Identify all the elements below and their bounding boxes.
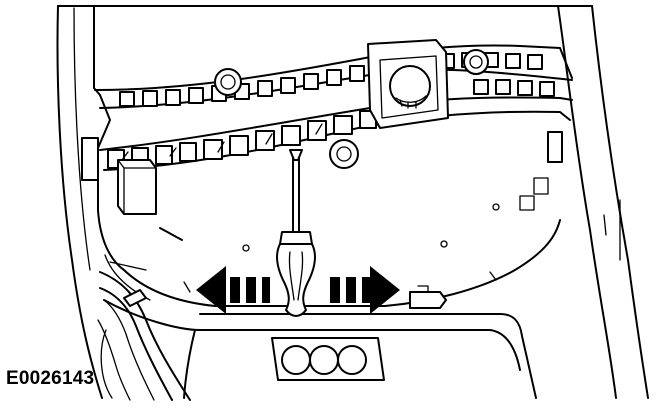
arrow-dash-right-3 <box>362 277 370 303</box>
arrow-dash-left-3 <box>262 277 270 303</box>
arrow-dash-right-2 <box>346 277 356 303</box>
arrow-head-right <box>370 266 400 314</box>
arrow-head-left <box>196 266 226 314</box>
arrow-dash-left-2 <box>246 277 256 303</box>
side-tabs <box>81 131 563 215</box>
ribbed-trim-strip <box>94 44 573 171</box>
fastener-bosses <box>214 39 489 169</box>
clip-bracket <box>367 39 449 129</box>
inner-panel <box>97 94 561 307</box>
retaining-clip-right <box>409 285 447 309</box>
figure-id-label: E0026143 <box>6 368 95 389</box>
screw-boss-center <box>329 139 359 169</box>
screwdriver-icon <box>276 149 316 317</box>
wiring-harness <box>97 271 191 401</box>
lower-console <box>100 299 537 399</box>
arrow-dash-right-1 <box>330 277 340 303</box>
clip-right <box>463 49 489 75</box>
double-horizontal-arrow-icon <box>196 266 400 314</box>
clip-left <box>214 68 242 96</box>
arrow-dash-left-1 <box>230 277 240 303</box>
